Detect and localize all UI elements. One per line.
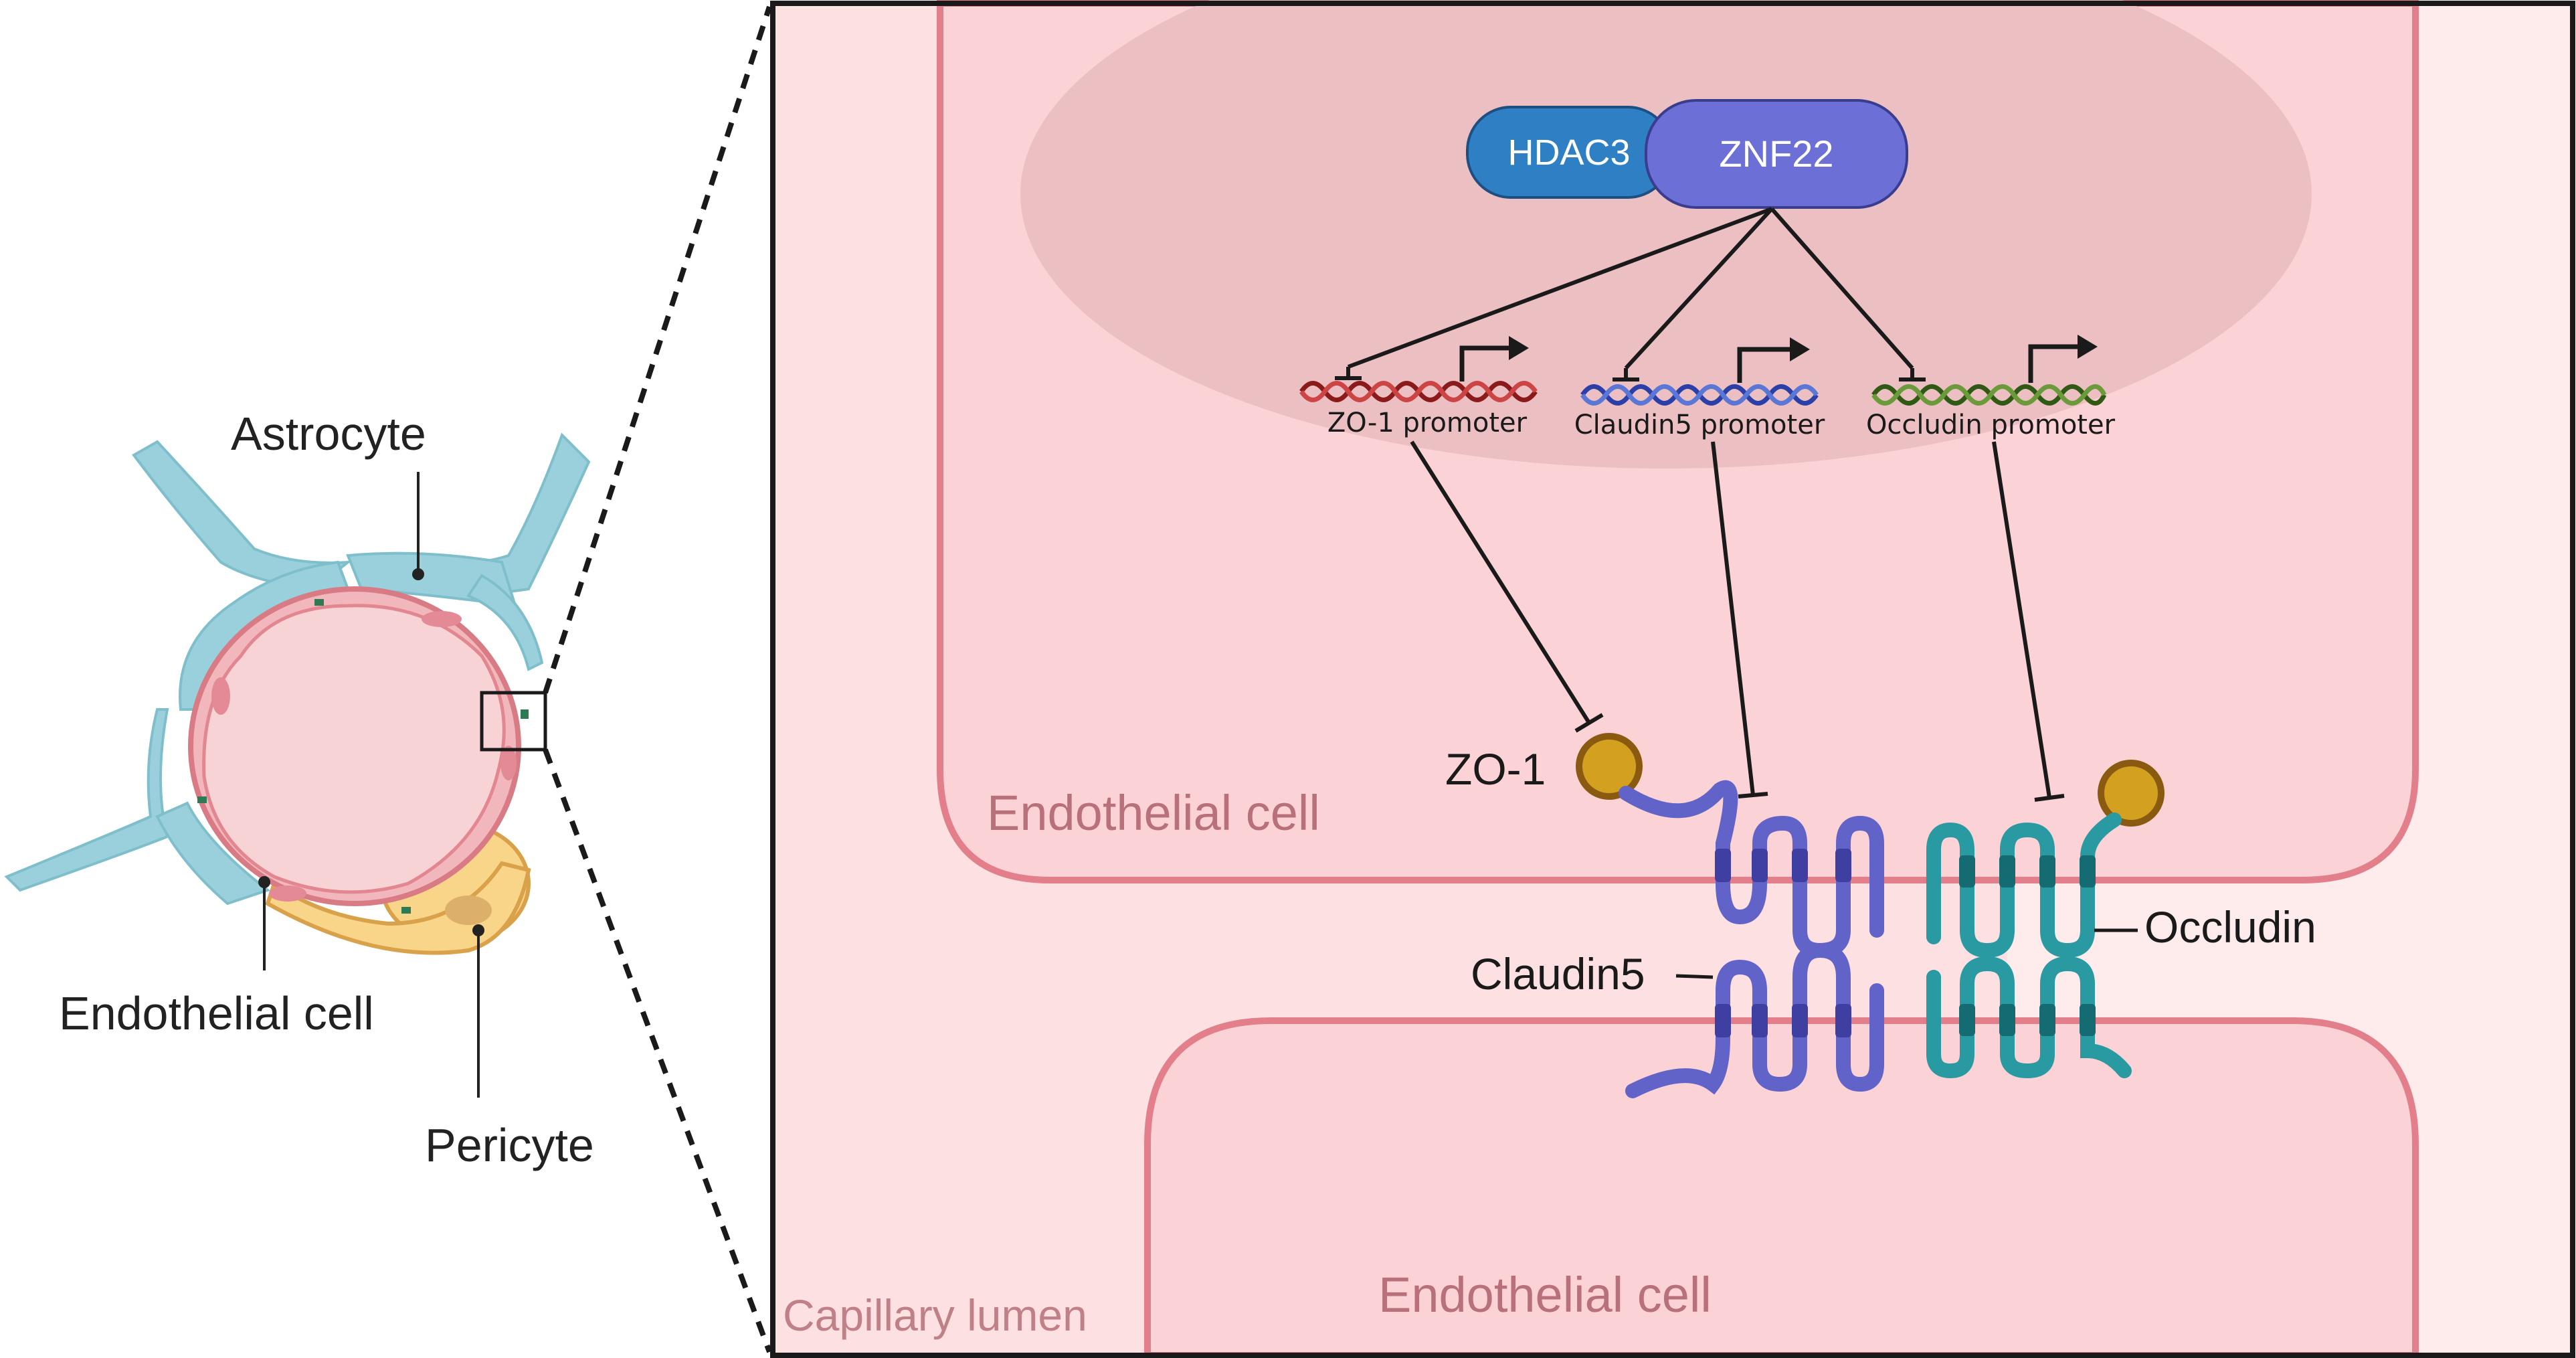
zoom-box	[480, 691, 547, 752]
claudin5-upper	[1619, 780, 1884, 958]
claudin5-promoter-arrow	[1737, 347, 1793, 383]
label-endothelial-cell-upper: Endothelial cell	[987, 785, 1320, 841]
znf22-box	[1645, 99, 1908, 209]
promoter-occludin: Occludin promoter	[1866, 335, 2116, 440]
occludin-promoter-label: Occludin promoter	[1866, 410, 2116, 440]
zoom-lines	[543, 5, 772, 1353]
label-capillary-lumen: Capillary lumen	[783, 1290, 1087, 1340]
label-zo1: ZO-1	[1445, 744, 1546, 794]
astrocyte	[4, 432, 591, 906]
label-endothelial-cell-left: Endothelial cell	[59, 987, 374, 1039]
label-occludin: Occludin	[2144, 902, 2316, 952]
detail-frame	[770, 1, 2575, 1358]
promoter-claudin5: Claudin5 promoter	[1574, 337, 1825, 440]
occludin-upper	[1926, 813, 2122, 958]
label-endothelial-cell-lower: Endothelial cell	[1378, 1267, 1712, 1323]
znf22-inhibition-lines	[1335, 207, 1926, 381]
zo1-protein-left	[1576, 733, 1643, 800]
pericyte-nucleus	[445, 896, 492, 925]
lower-endothelial-cell	[1144, 1017, 2419, 1358]
zo1-protein-right	[2098, 760, 2165, 827]
occludin-promoter-arrow	[2028, 344, 2081, 383]
label-claudin5: Claudin5	[1471, 949, 1645, 999]
tight-junction-detail: HDAC3 ZNF22 ZO-1 promoter	[770, 0, 2575, 1358]
claudin5-promoter-label: Claudin5 promoter	[1574, 410, 1825, 440]
znf22-label: ZNF22	[1719, 133, 1833, 175]
promoter-to-protein-lines	[1410, 440, 2065, 802]
claudin5-lower	[1625, 942, 1884, 1098]
label-pericyte: Pericyte	[425, 1119, 594, 1171]
vessel-lumen	[202, 604, 506, 894]
zo1-promoter-label: ZO-1 promoter	[1327, 408, 1528, 438]
nucleus	[1020, 0, 2312, 469]
vessel-cross-section	[4, 432, 591, 955]
zo1-promoter-arrow	[1459, 345, 1512, 381]
promoter-zo1: ZO-1 promoter	[1299, 336, 1538, 438]
left-labels: Astrocyte Endothelial cell Pericyte	[59, 408, 594, 1171]
label-astrocyte: Astrocyte	[231, 408, 426, 460]
occludin-lower	[1926, 956, 2132, 1079]
hdac3-label: HDAC3	[1507, 133, 1630, 173]
